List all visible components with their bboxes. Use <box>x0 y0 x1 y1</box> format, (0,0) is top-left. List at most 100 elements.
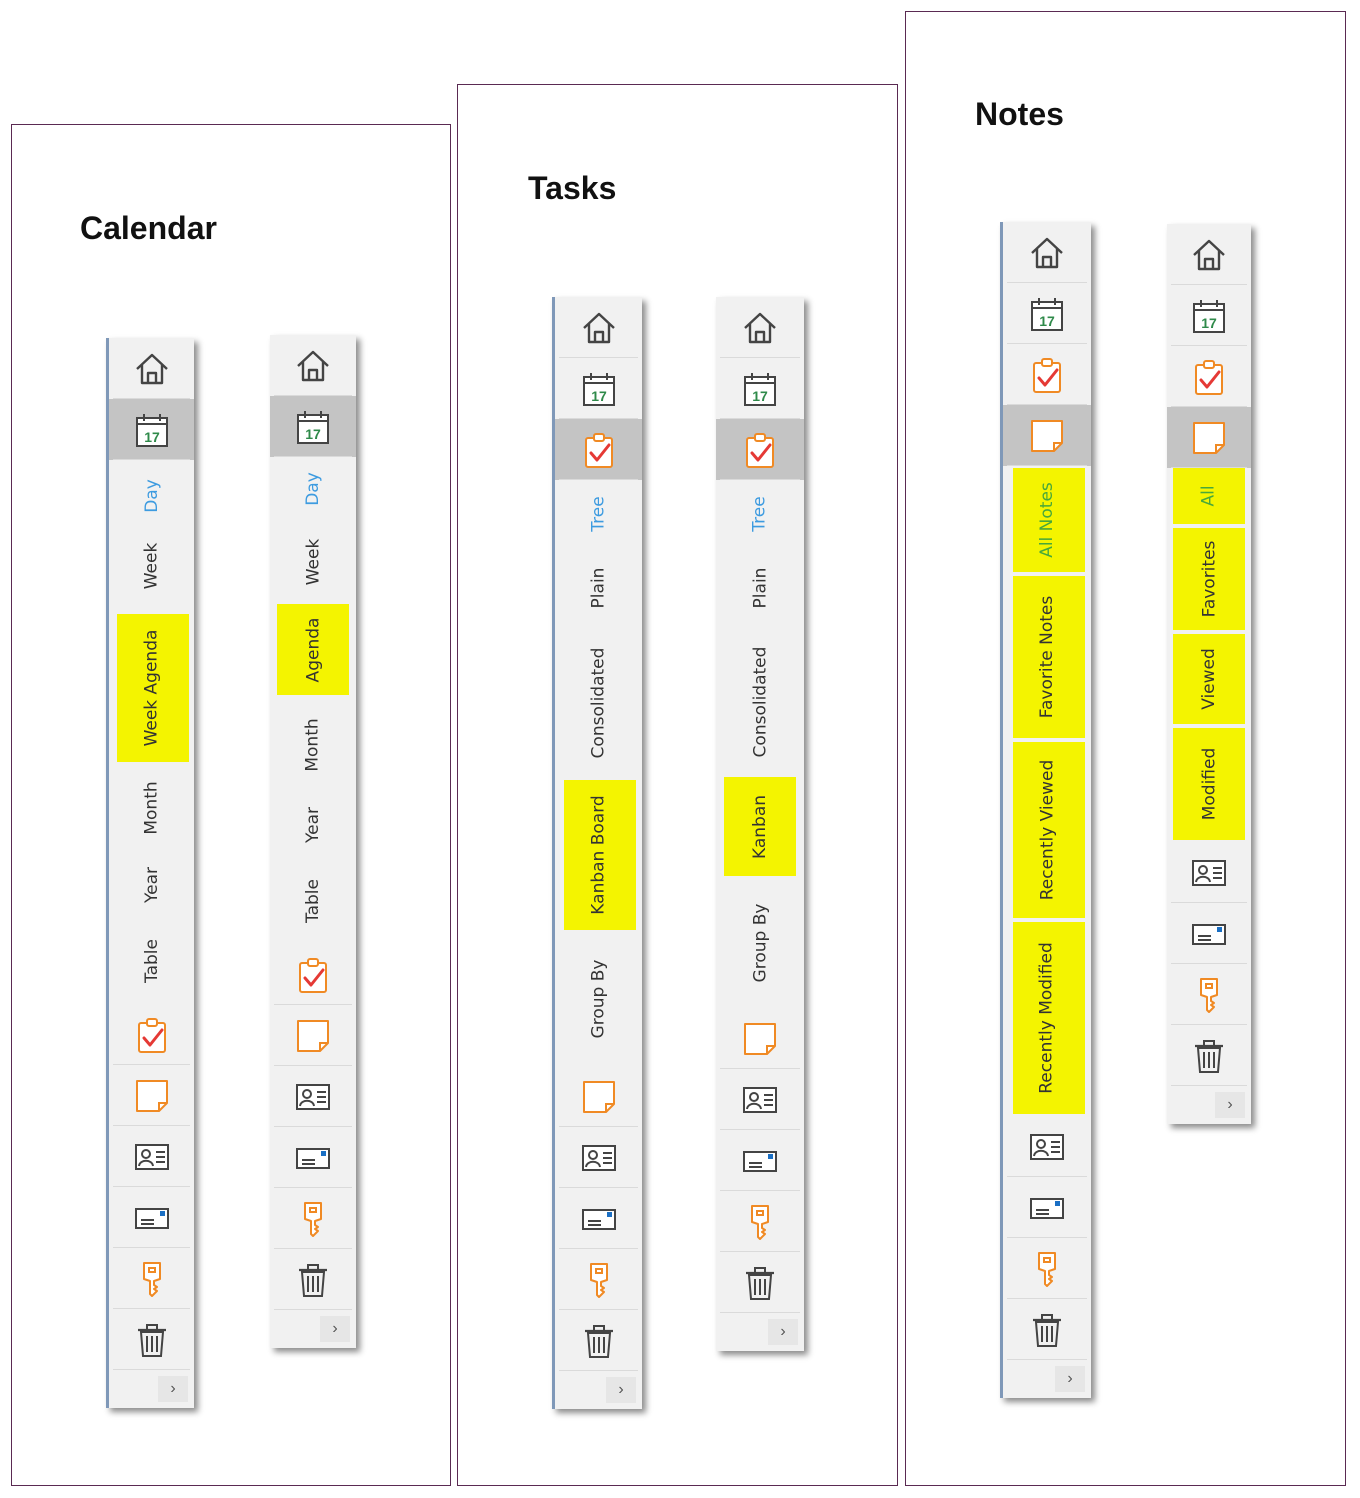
notes-nav-button[interactable] <box>1167 407 1251 468</box>
trash-nav-button[interactable] <box>109 1309 194 1370</box>
scroll-chevron-button[interactable]: › <box>1055 1366 1085 1392</box>
contacts-icon <box>293 1077 333 1117</box>
notes-panel <box>905 11 1346 1486</box>
password-icon <box>579 1260 619 1300</box>
view-tab-month[interactable]: Month <box>109 764 194 852</box>
email-nav-button[interactable] <box>716 1130 804 1191</box>
email-nav-button[interactable] <box>109 1187 194 1248</box>
tasks-nav-button[interactable] <box>555 419 642 480</box>
view-tab-table[interactable]: Table <box>109 918 194 1004</box>
home-icon <box>740 308 780 348</box>
view-tab-consolidated[interactable]: Consolidated <box>555 628 642 778</box>
tasks-nav-button[interactable] <box>716 419 804 480</box>
view-tab-plain[interactable]: Plain <box>716 548 804 628</box>
view-tab-year[interactable]: Year <box>109 852 194 918</box>
tasks-nav-button[interactable] <box>270 944 356 1005</box>
contacts-nav-button[interactable] <box>716 1069 804 1130</box>
calendar-nav-button[interactable]: 17 <box>1003 283 1091 344</box>
view-tab-favorite-notes[interactable]: Favorite Notes <box>1003 574 1091 740</box>
email-nav-button[interactable] <box>555 1188 642 1249</box>
notes-nav-button[interactable] <box>109 1065 194 1126</box>
view-tab-day[interactable]: Day <box>109 472 194 520</box>
view-tab-agenda[interactable]: Agenda <box>270 602 356 697</box>
home-nav-button[interactable] <box>1167 224 1251 285</box>
scroll-chevron-button[interactable]: › <box>768 1319 798 1345</box>
password-nav-button[interactable] <box>555 1249 642 1310</box>
scroll-chevron-button[interactable]: › <box>606 1377 636 1403</box>
view-tab-week[interactable]: Week <box>109 520 194 612</box>
view-tab-kanban-board[interactable]: Kanban Board <box>555 778 642 932</box>
email-nav-button[interactable] <box>270 1127 356 1188</box>
view-tab-year[interactable]: Year <box>270 792 356 858</box>
trash-icon <box>1189 1036 1229 1076</box>
view-tab-table[interactable]: Table <box>270 858 356 944</box>
notes-nav-button[interactable] <box>1003 405 1091 466</box>
view-tab-label: Recently Modified <box>1037 942 1058 1094</box>
view-tab-all[interactable]: All <box>1167 466 1251 526</box>
notes-nav-button[interactable] <box>555 1066 642 1127</box>
view-tab-label: Agenda <box>303 617 323 682</box>
view-tab-label: Group By <box>749 903 770 983</box>
trash-nav-button[interactable] <box>1167 1025 1251 1086</box>
view-tab-recently-viewed[interactable]: Recently Viewed <box>1003 740 1091 920</box>
notes-icon <box>1189 418 1229 458</box>
contacts-nav-button[interactable] <box>109 1126 194 1187</box>
contacts-nav-button[interactable] <box>270 1066 356 1127</box>
home-nav-button[interactable] <box>1003 222 1091 283</box>
home-nav-button[interactable] <box>716 297 804 358</box>
contacts-nav-button[interactable] <box>555 1127 642 1188</box>
view-tab-kanban[interactable]: Kanban <box>716 775 804 878</box>
view-tab-consolidated[interactable]: Consolidated <box>716 628 804 775</box>
trash-nav-button[interactable] <box>555 1310 642 1371</box>
separator <box>720 1251 800 1252</box>
view-tab-group-by[interactable]: Group By <box>716 878 804 1008</box>
scroll-chevron-button[interactable]: › <box>1215 1092 1245 1118</box>
contacts-nav-button[interactable] <box>1003 1116 1091 1177</box>
notes-nav-button[interactable] <box>270 1005 356 1066</box>
home-nav-button[interactable] <box>109 338 194 399</box>
home-nav-button[interactable] <box>270 335 356 396</box>
scroll-chevron-button[interactable]: › <box>158 1376 188 1402</box>
calendar-icon: 17 <box>579 369 619 409</box>
password-nav-button[interactable] <box>1003 1238 1091 1299</box>
view-tab-group-by[interactable]: Group By <box>555 932 642 1066</box>
calendar-nav-button[interactable]: 17 <box>716 358 804 419</box>
view-tab-plain[interactable]: Plain <box>555 548 642 628</box>
view-tab-tree[interactable]: Tree <box>716 480 804 548</box>
calendar-nav-button[interactable]: 17 <box>1167 285 1251 346</box>
view-tab-week[interactable]: Week <box>270 522 356 602</box>
scroll-chevron-button[interactable]: › <box>320 1316 350 1342</box>
separator <box>1007 404 1087 405</box>
view-tab-modified[interactable]: Modified <box>1167 726 1251 842</box>
password-icon <box>132 1259 172 1299</box>
password-nav-button[interactable] <box>1167 964 1251 1025</box>
view-tab-day[interactable]: Day <box>270 456 356 522</box>
trash-nav-button[interactable] <box>716 1252 804 1313</box>
trash-nav-button[interactable] <box>270 1249 356 1310</box>
view-tab-viewed[interactable]: Viewed <box>1167 632 1251 726</box>
view-tab-recently-modified[interactable]: Recently Modified <box>1003 920 1091 1116</box>
tasks-nav-button[interactable] <box>109 1004 194 1065</box>
view-tab-favorites[interactable]: Favorites <box>1167 526 1251 632</box>
email-nav-button[interactable] <box>1003 1177 1091 1238</box>
view-tab-label: Favorite Notes <box>1037 595 1057 719</box>
contacts-nav-button[interactable] <box>1167 842 1251 903</box>
password-nav-button[interactable] <box>109 1248 194 1309</box>
notes-nav-button[interactable] <box>716 1008 804 1069</box>
password-nav-button[interactable] <box>270 1188 356 1249</box>
calendar-title: Calendar <box>80 210 217 246</box>
view-tab-all-notes[interactable]: All Notes <box>1003 466 1091 574</box>
email-nav-button[interactable] <box>1167 903 1251 964</box>
tasks-nav-button[interactable] <box>1003 344 1091 405</box>
calendar-nav-button[interactable]: 17 <box>555 358 642 419</box>
calendar-nav-button[interactable]: 17 <box>270 396 356 457</box>
trash-nav-button[interactable] <box>1003 1299 1091 1360</box>
password-nav-button[interactable] <box>716 1191 804 1252</box>
view-tab-month[interactable]: Month <box>270 697 356 792</box>
separator <box>113 1125 190 1126</box>
view-tab-week-agenda[interactable]: Week Agenda <box>109 612 194 764</box>
calendar-nav-button[interactable]: 17 <box>109 399 194 460</box>
tasks-nav-button[interactable] <box>1167 346 1251 407</box>
view-tab-tree[interactable]: Tree <box>555 480 642 548</box>
home-nav-button[interactable] <box>555 297 642 358</box>
